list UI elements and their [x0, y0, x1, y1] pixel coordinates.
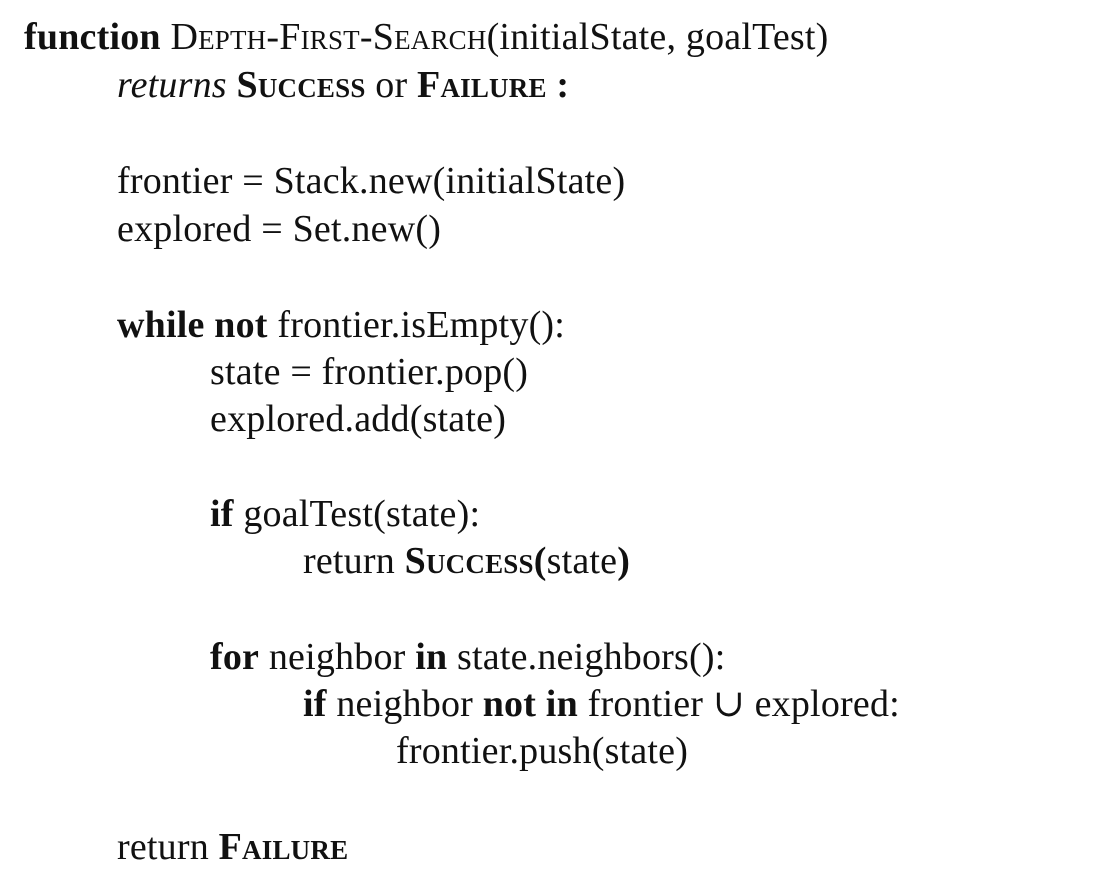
failure-return-type: Failure : — [417, 64, 570, 106]
while-keyword: while — [117, 304, 205, 346]
returns-keyword: returns — [117, 64, 227, 106]
function-name: Depth-First-Search — [170, 16, 487, 58]
neighbor-var: neighbor — [268, 636, 406, 678]
add-line: explored.add(state) — [210, 396, 506, 442]
goal-if-line: if goalTest(state): — [210, 491, 480, 537]
success-arg: state — [546, 540, 618, 582]
or-word: or — [375, 64, 408, 106]
union-condition: frontier ∪ explored: — [587, 683, 900, 725]
push-statement: frontier.push(state) — [396, 730, 689, 772]
function-keyword: function — [24, 16, 161, 58]
function-signature-line: function Depth-First-Search(initialState… — [24, 14, 829, 60]
neighbor-var-inner: neighbor — [336, 683, 474, 725]
return-word: return — [303, 540, 395, 582]
success-call: Success( — [404, 540, 547, 582]
frontier-init: frontier = Stack.new(initialState) — [117, 160, 626, 202]
push-line: frontier.push(state) — [396, 728, 688, 774]
return-failure-line: return Failure — [117, 824, 348, 870]
explored-init-line: explored = Set.new() — [117, 206, 441, 252]
add-statement: explored.add(state) — [210, 398, 507, 440]
success-close-paren: ) — [617, 540, 631, 582]
for-keyword: for — [210, 636, 260, 678]
function-params: (initialState, goalTest) — [486, 16, 829, 58]
neighbor-if-line: if neighbor not in frontier ∪ explored: — [303, 681, 900, 727]
in-keyword: in — [415, 636, 448, 678]
return-success-line: return Success(state) — [303, 538, 630, 584]
for-line: for neighbor in state.neighbors(): — [210, 634, 725, 680]
while-condition: frontier.isEmpty(): — [277, 304, 566, 346]
returns-line: returns Success or Failure : — [117, 62, 569, 108]
pop-statement: state = frontier.pop() — [210, 351, 529, 393]
not-keyword: not — [214, 304, 268, 346]
failure-value: Failure — [218, 826, 349, 868]
explored-init: explored = Set.new() — [117, 208, 442, 250]
pop-line: state = frontier.pop() — [210, 349, 528, 395]
frontier-init-line: frontier = Stack.new(initialState) — [117, 158, 625, 204]
not-in-keyword: not in — [482, 683, 578, 725]
return-word-final: return — [117, 826, 209, 868]
if-keyword-inner: if — [303, 683, 327, 725]
goal-condition: goalTest(state): — [243, 493, 481, 535]
neighbors-iterable: state.neighbors(): — [457, 636, 726, 678]
while-line: while not frontier.isEmpty(): — [117, 302, 565, 348]
success-return-type: Success — [236, 64, 366, 106]
if-keyword: if — [210, 493, 234, 535]
